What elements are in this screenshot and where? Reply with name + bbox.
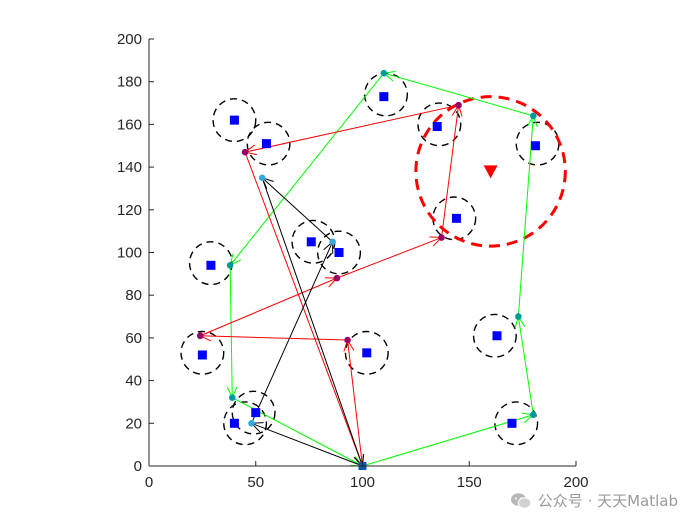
coverage-circle xyxy=(231,390,276,435)
coverage-circle xyxy=(316,230,362,275)
y-tick-label: 180 xyxy=(117,74,142,91)
wechat-icon xyxy=(510,492,532,509)
green-path-segment xyxy=(517,116,533,317)
red-path-node xyxy=(344,336,351,344)
target-triangle xyxy=(483,165,498,179)
paths xyxy=(200,73,533,466)
node-square xyxy=(507,418,517,428)
node-square xyxy=(306,237,316,247)
y-tick-label: 140 xyxy=(117,159,142,176)
coverage-circle xyxy=(417,102,462,147)
x-tick-label: 150 xyxy=(457,474,482,491)
y-tick-label: 20 xyxy=(125,415,142,432)
green-path-node xyxy=(515,313,522,320)
green-path-segment xyxy=(518,317,534,415)
green-path-segment xyxy=(230,72,385,265)
black-path-node xyxy=(329,238,336,246)
node-square xyxy=(261,139,271,149)
x-tick-label: 200 xyxy=(563,474,588,491)
black-path-segment xyxy=(261,177,362,466)
red-path-segment xyxy=(348,340,363,467)
coverage-circle xyxy=(472,313,517,358)
node-square xyxy=(530,141,540,151)
y-tick-label: 80 xyxy=(125,287,142,304)
y-tick-label: 100 xyxy=(117,245,142,262)
watermark-text: 公众号 · 天天Matlab xyxy=(537,492,678,510)
green-path-segment xyxy=(232,397,362,466)
node-square xyxy=(492,331,502,341)
black-path-segment xyxy=(251,242,332,424)
red-path-segment xyxy=(244,151,362,466)
node-square xyxy=(229,418,239,428)
node-square xyxy=(334,248,344,257)
x-tick-label: 0 xyxy=(145,474,153,491)
red-path-node xyxy=(241,148,249,156)
red-path-node xyxy=(455,101,462,109)
red-path-node xyxy=(438,234,445,241)
red-path-node xyxy=(196,332,204,340)
green-path-segment xyxy=(362,415,534,467)
black-path-segment xyxy=(262,178,333,243)
red-path-segment xyxy=(200,278,337,337)
green-path-node xyxy=(228,394,236,401)
target-range-circle xyxy=(414,95,567,248)
marks xyxy=(196,69,540,470)
coverage-circles xyxy=(180,72,567,446)
node-square xyxy=(197,350,207,360)
node-square xyxy=(229,115,239,125)
node-square xyxy=(432,122,442,132)
x-tick-label: 100 xyxy=(350,474,375,491)
y-tick-label: 160 xyxy=(117,116,142,133)
green-path-segment xyxy=(230,265,232,397)
green-path-node xyxy=(226,262,234,269)
green-path-node xyxy=(530,411,537,419)
black-path-segment xyxy=(251,423,363,467)
coverage-circle xyxy=(212,98,257,143)
green-path-segment xyxy=(384,73,534,117)
y-tick-label: 120 xyxy=(117,202,142,219)
y-tick-label: 40 xyxy=(125,373,142,390)
red-path-segment xyxy=(440,105,458,238)
node-square xyxy=(362,348,372,358)
green-path-node xyxy=(380,69,388,77)
red-path-segment xyxy=(336,238,442,279)
coverage-circle xyxy=(223,401,268,446)
axes: 0 50 100 150 200 0 20 40 60 80 100 120 140 160 180 200 xyxy=(117,31,589,491)
node-square xyxy=(206,260,216,270)
red-path-node xyxy=(333,274,341,282)
black-path-node xyxy=(258,174,266,182)
y-tick-label: 60 xyxy=(125,330,142,347)
node-square xyxy=(379,92,389,102)
red-path-segment xyxy=(245,104,459,152)
y-tick-label: 0 xyxy=(134,458,142,475)
x-tick-label: 50 xyxy=(247,474,264,491)
black-path-node xyxy=(248,420,255,427)
coverage-circle xyxy=(246,121,291,166)
coverage-circle xyxy=(344,330,389,375)
green-path-node xyxy=(530,112,537,120)
node-square xyxy=(451,213,461,223)
node-square xyxy=(251,408,261,418)
y-tick-label: 200 xyxy=(117,31,142,48)
watermark: 公众号 · 天天Matlab xyxy=(510,490,678,511)
coverage-circle xyxy=(494,401,539,446)
red-path-segment xyxy=(200,336,348,340)
